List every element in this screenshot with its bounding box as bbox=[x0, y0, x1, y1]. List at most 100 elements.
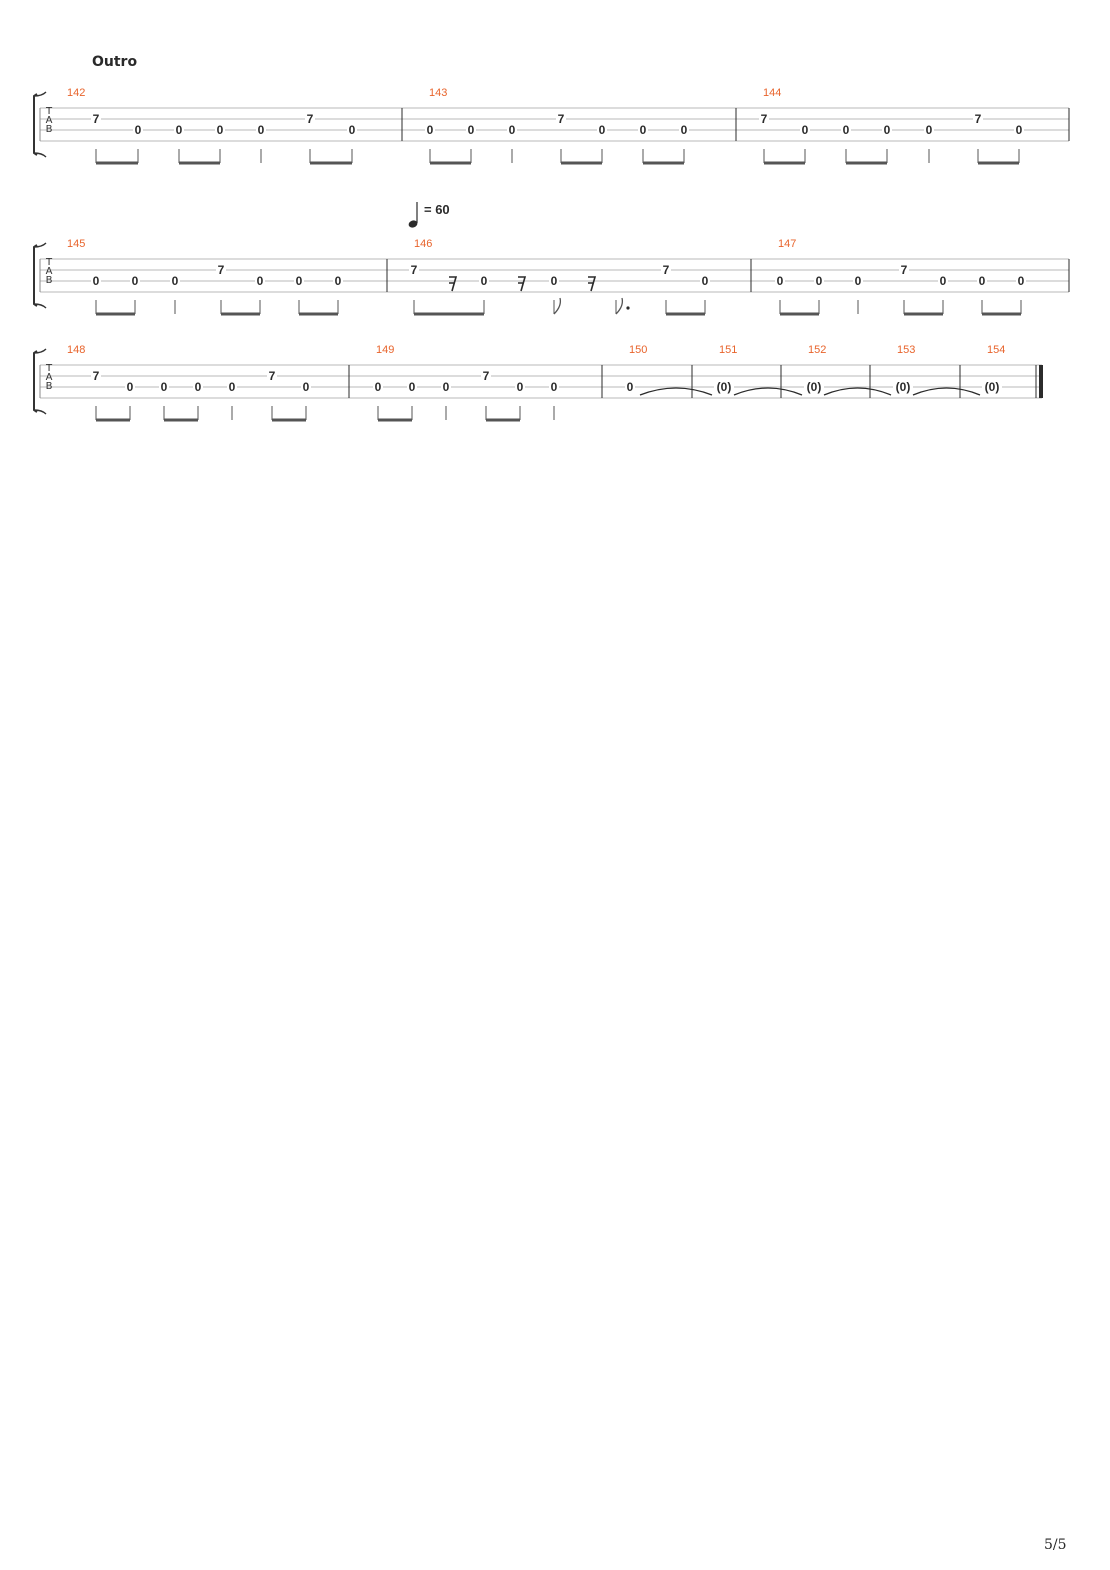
note-flag bbox=[615, 297, 624, 315]
tab-clef-letter: B bbox=[46, 124, 53, 135]
fret-backdrop bbox=[1014, 125, 1024, 136]
fret-number: 0 bbox=[640, 123, 647, 137]
fret-backdrop bbox=[347, 125, 357, 136]
rhythm-dot bbox=[626, 306, 630, 310]
tie bbox=[823, 387, 892, 396]
fret-number: 0 bbox=[257, 274, 264, 288]
fret-backdrop bbox=[804, 382, 824, 393]
fret-backdrop bbox=[130, 276, 140, 287]
fret-number: 0 bbox=[176, 123, 183, 137]
tab-clef-letter: A bbox=[46, 115, 53, 126]
bracket-hook-top bbox=[33, 91, 47, 97]
fret-number: 0 bbox=[296, 274, 303, 288]
fret-number: 7 bbox=[93, 369, 100, 383]
fret-number: 0 bbox=[884, 123, 891, 137]
fret-backdrop bbox=[407, 382, 417, 393]
fret-backdrop bbox=[679, 125, 689, 136]
fret-backdrop bbox=[227, 382, 237, 393]
measure-number: 147 bbox=[778, 238, 796, 250]
fret-backdrop bbox=[216, 265, 226, 276]
fret-backdrop bbox=[982, 382, 1002, 393]
fret-number: 0 bbox=[802, 123, 809, 137]
sixteenth-rest bbox=[588, 276, 597, 292]
fret-number: 0 bbox=[777, 274, 784, 288]
fret-backdrop bbox=[549, 382, 559, 393]
fret-backdrop bbox=[625, 382, 635, 393]
measure-number: 145 bbox=[67, 238, 85, 250]
fret-number: 7 bbox=[411, 263, 418, 277]
fret-number: 0 bbox=[132, 274, 139, 288]
bracket-hook-bottom bbox=[33, 409, 47, 415]
fret-backdrop bbox=[1016, 276, 1026, 287]
fret-number: 0 bbox=[409, 380, 416, 394]
measure-number: 150 bbox=[629, 344, 647, 356]
measure-number: 143 bbox=[429, 87, 447, 99]
measure: 153 (0) bbox=[893, 344, 915, 394]
tab-clef-letter: B bbox=[46, 275, 53, 286]
tab-clef-letter: T bbox=[45, 257, 53, 268]
fret-number: 0 bbox=[217, 123, 224, 137]
tempo-value: = 60 bbox=[424, 202, 450, 217]
measure-number: 149 bbox=[376, 344, 394, 356]
fret-number: 0 bbox=[979, 274, 986, 288]
fret-backdrop bbox=[479, 276, 489, 287]
fret-backdrop bbox=[256, 125, 266, 136]
sixteenth-rest bbox=[518, 276, 527, 292]
fret-number: 0 bbox=[172, 274, 179, 288]
measure: 152(0) bbox=[804, 344, 826, 394]
fret-backdrop bbox=[170, 276, 180, 287]
fret-number: 0 bbox=[195, 380, 202, 394]
fret-number: 0 bbox=[93, 274, 100, 288]
measure-number: 151 bbox=[719, 344, 737, 356]
bracket-hook-bottom bbox=[33, 303, 47, 309]
measure-number: 153 bbox=[897, 344, 915, 356]
fret-number: 7 bbox=[307, 112, 314, 126]
fret-backdrop bbox=[125, 382, 135, 393]
fret-backdrop bbox=[409, 265, 419, 276]
fret-backdrop bbox=[425, 125, 435, 136]
fret-number: 0 bbox=[127, 380, 134, 394]
page-number: 5/5 bbox=[1044, 1537, 1067, 1553]
fret-backdrop bbox=[549, 276, 559, 287]
fret-number: (0) bbox=[807, 380, 822, 394]
tab-clef-letter: A bbox=[46, 372, 53, 383]
fret-number: 7 bbox=[663, 263, 670, 277]
final-barline-thick bbox=[1039, 365, 1043, 398]
fret-number: 0 bbox=[468, 123, 475, 137]
fret-number: 0 bbox=[843, 123, 850, 137]
fret-backdrop bbox=[841, 125, 851, 136]
fret-backdrop bbox=[507, 125, 517, 136]
fret-backdrop bbox=[159, 382, 169, 393]
quarter-note-icon bbox=[408, 220, 418, 228]
fret-number: 7 bbox=[218, 263, 225, 277]
fret-backdrop bbox=[700, 276, 710, 287]
fret-number: 0 bbox=[517, 380, 524, 394]
tie bbox=[733, 387, 803, 396]
fret-number: 0 bbox=[481, 274, 488, 288]
fret-backdrop bbox=[977, 276, 987, 287]
tie bbox=[912, 387, 981, 396]
fret-number: 7 bbox=[93, 112, 100, 126]
fret-number: (0) bbox=[896, 380, 911, 394]
fret-number: (0) bbox=[717, 380, 732, 394]
fret-backdrop bbox=[133, 125, 143, 136]
fret-backdrop bbox=[714, 382, 734, 393]
fret-number: 0 bbox=[681, 123, 688, 137]
measure-number: 146 bbox=[414, 238, 432, 250]
fret-backdrop bbox=[193, 382, 203, 393]
fret-number: 7 bbox=[269, 369, 276, 383]
fret-number: 0 bbox=[135, 123, 142, 137]
measure-146-rhythm bbox=[449, 276, 630, 315]
fret-backdrop bbox=[301, 382, 311, 393]
fret-backdrop bbox=[255, 276, 265, 287]
fret-backdrop bbox=[973, 114, 983, 125]
